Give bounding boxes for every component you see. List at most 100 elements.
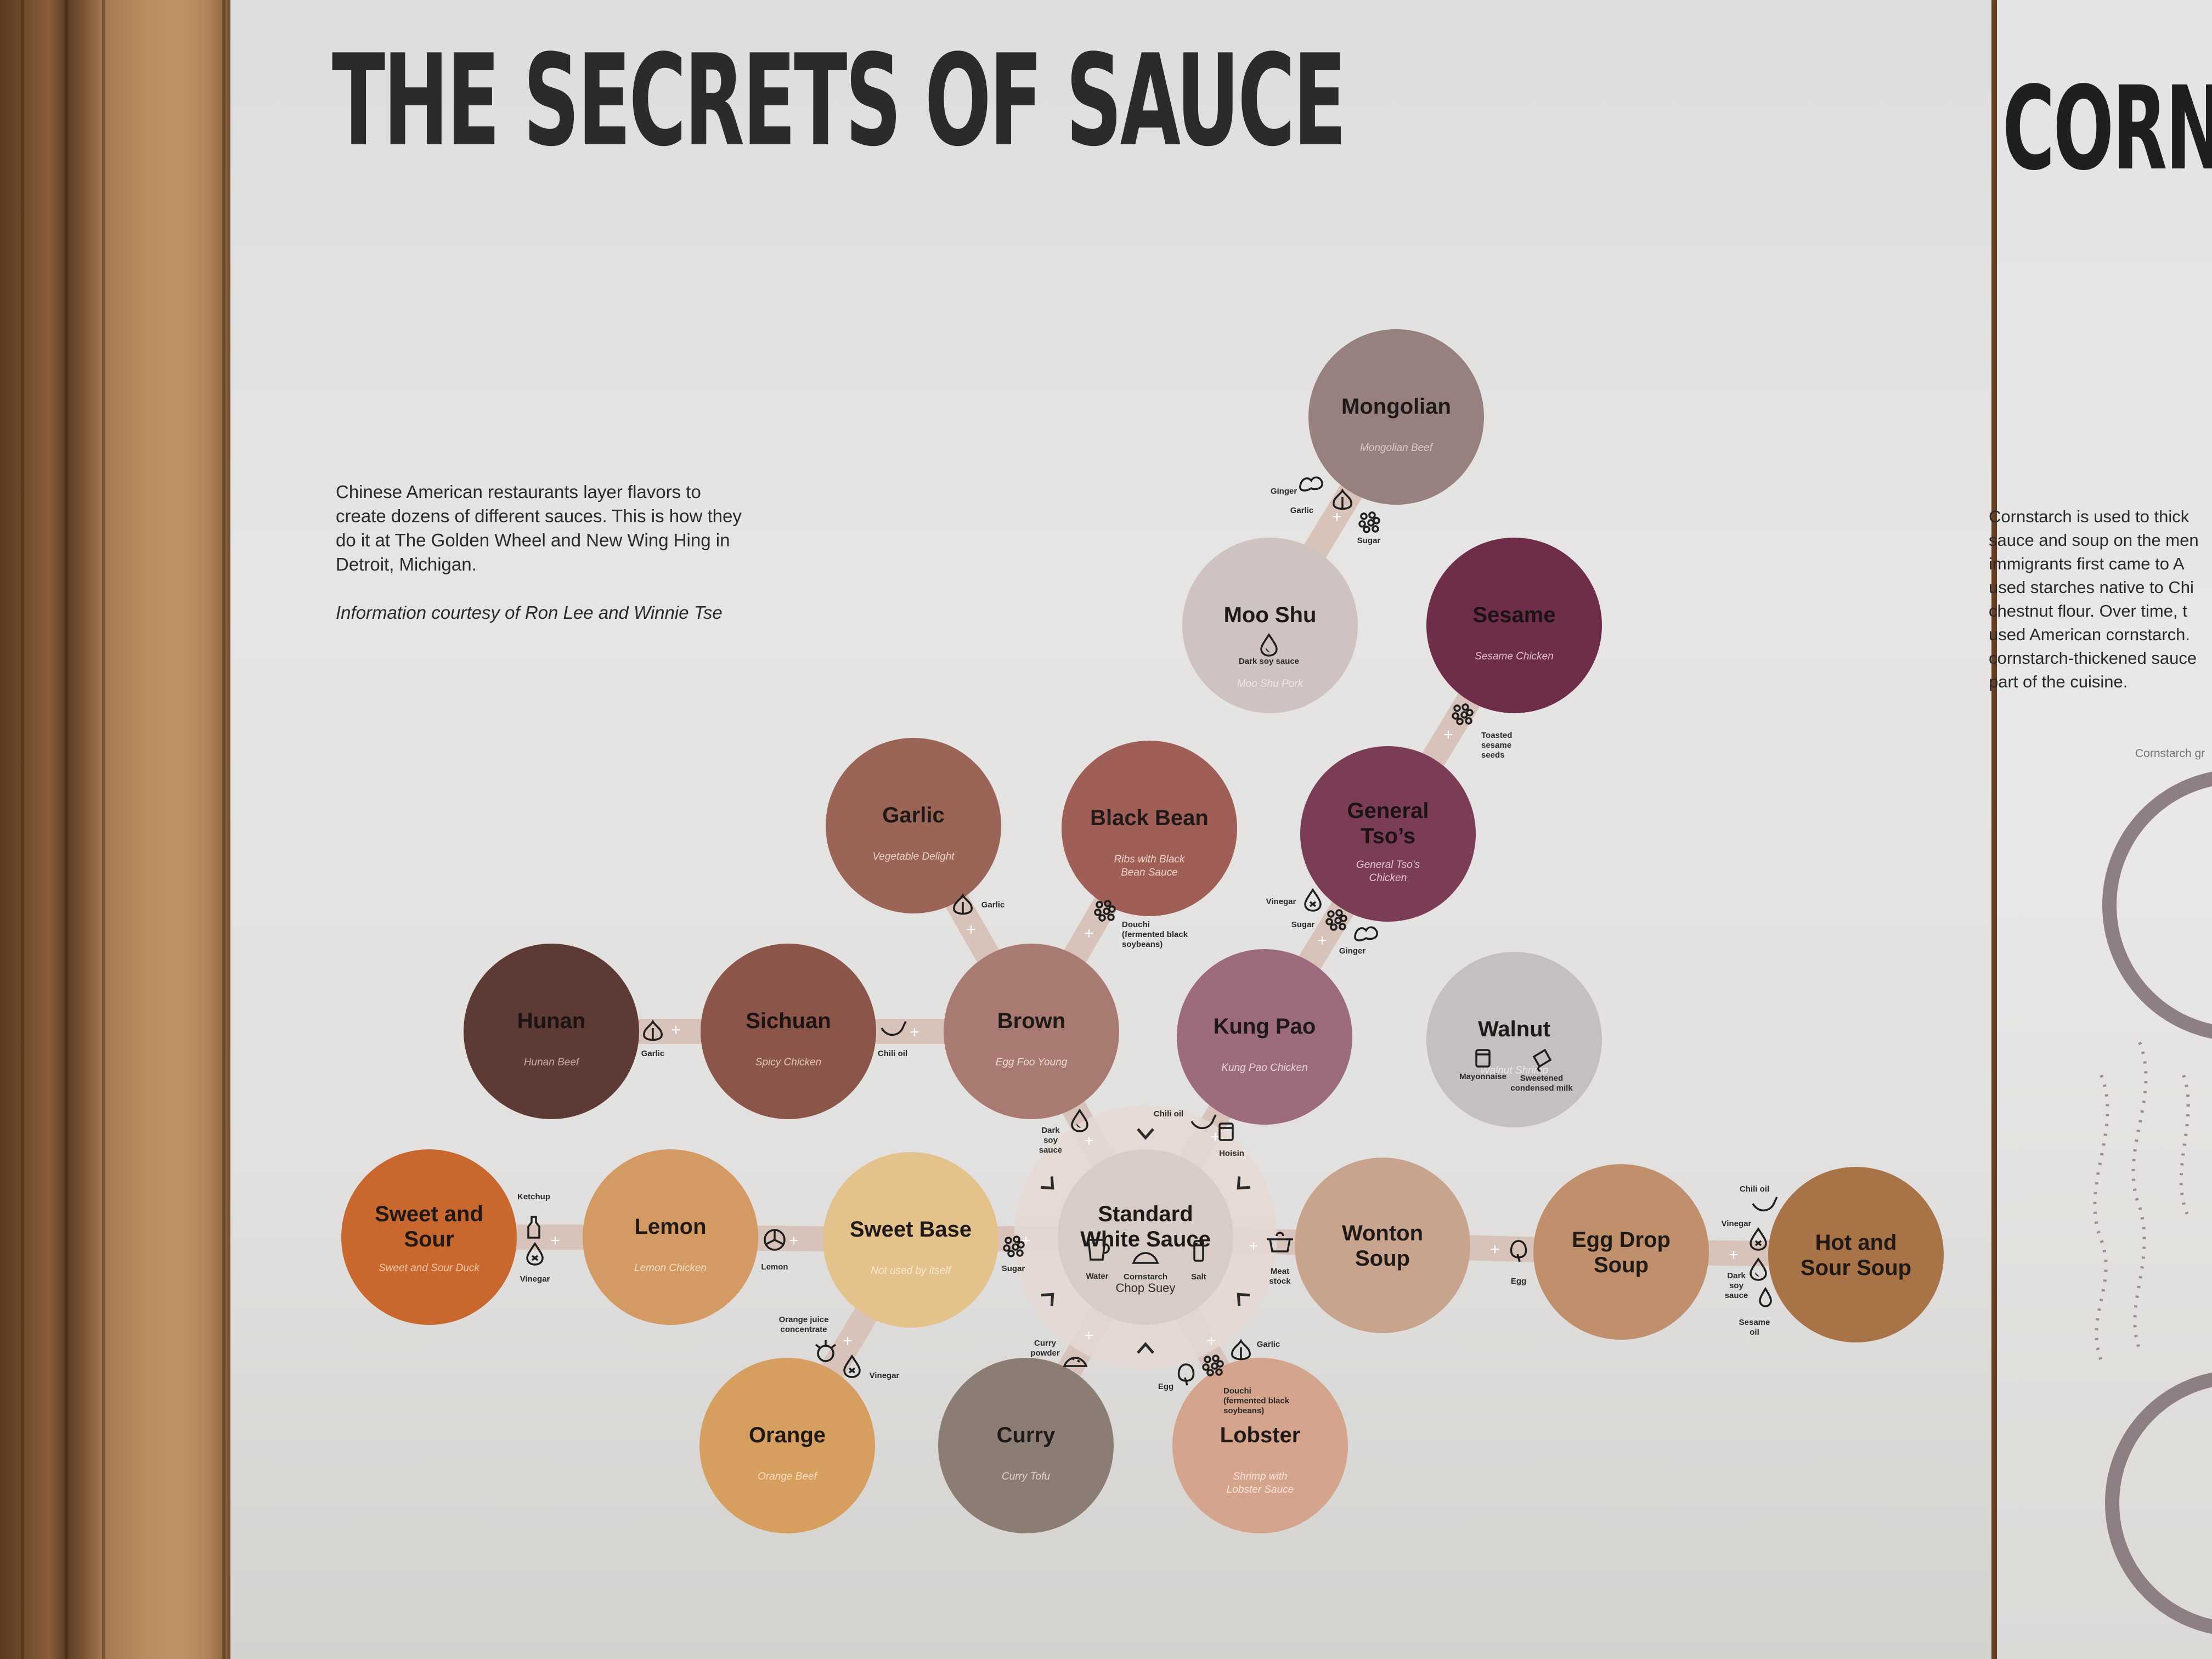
sauce-name: Sweet Base [850,1217,972,1242]
plus-sign: + [1490,1240,1500,1259]
ingredient: Vinegar [843,1354,900,1380]
dish-name: Chicken [1369,872,1407,884]
ingredient-label: seeds [1481,751,1505,760]
sauce-name: Lobster [1220,1423,1301,1447]
flow-chevron [1237,1293,1250,1306]
ingredient-label: Sugar [1002,1264,1025,1273]
egg-icon [1177,1363,1195,1386]
sauce-name: Wonton [1342,1221,1423,1245]
ingredient: Ketchup [517,1192,550,1239]
next-panel-title: CORNS [2002,61,2212,196]
dish-name: Mongolian Beef [1360,442,1434,454]
sauce-circle [1426,538,1602,713]
ingredient-label: Dark [1727,1271,1746,1280]
soy-drop-icon [1260,633,1278,657]
sauce-name: Soup [1594,1253,1649,1277]
ingredient: Water [1086,1239,1110,1281]
dish-name: General Tso’s [1356,859,1420,871]
water-pitcher-icon [1087,1239,1110,1261]
ginger-icon [1299,476,1323,492]
ingredient-label: Egg [1158,1382,1173,1391]
curry-powder-icon [1063,1357,1088,1367]
dish-name: Moo Shu Pork [1237,678,1304,690]
chili-icon [881,1021,907,1036]
dish-name: Spicy Chicken [755,1057,821,1068]
flow-chevron [1137,1128,1154,1140]
plus-sign: + [550,1232,560,1250]
dish-name: Orange Beef [758,1471,817,1482]
garlic-icon [1231,1339,1251,1361]
ingredient-label: Ketchup [517,1192,550,1201]
lemon-slice-icon [764,1229,786,1251]
orange-juice-icon [815,1340,837,1362]
sauce-name: Hot and [1815,1231,1897,1255]
hoisin-jar-icon [1218,1122,1234,1141]
cornstarch-pile-icon [1132,1252,1159,1264]
sauce-circle [1295,1158,1470,1333]
dish-name: Bean Sauce [1121,867,1178,878]
dish-name: Chop Suey [1116,1281,1176,1295]
sauce-name: Sweet and [375,1202,483,1226]
intro-text-block: Chinese American restaurants layer flavo… [336,480,742,649]
flow-chevron [1237,1176,1250,1190]
ingredient-label: soy [1043,1136,1058,1145]
soy-drop-icon [1750,1257,1767,1281]
dish-name: Walnut Shrimp [1480,1065,1548,1076]
plus-sign: + [1443,726,1453,744]
ingredient-label: (fermented black [1223,1396,1290,1406]
ingredient-label: Curry [1034,1339,1057,1348]
ingredient-label: Douchi [1223,1386,1251,1396]
sauce-name: Sichuan [746,1009,831,1033]
ingredient: Chili oil [1740,1184,1778,1212]
next-panel-line: Cornstarch is used to thick [1989,507,2190,526]
plus-sign: + [1317,932,1327,950]
sauce-circle [826,738,1001,913]
plus-sign: + [966,921,976,939]
intro-paragraph: Chinese American restaurants layer flavo… [336,482,742,574]
dish-name: Kung Pao Chicken [1221,1062,1307,1074]
next-panel-line: sauce and soup on the men [1989,531,2199,550]
ingredient: Hoisin [1218,1122,1244,1158]
ingredient-label: Ginger [1271,487,1297,496]
sauce-circle [1768,1167,1944,1342]
garlic-icon [1333,488,1352,510]
garlic-icon [953,893,973,915]
wood-frame [0,0,230,1659]
ingredient-label: Meat [1271,1267,1289,1276]
vinegar-icon [843,1354,861,1378]
ingredient-label: stock [1269,1277,1291,1286]
ingredient-label: Sugar [1291,920,1315,929]
ingredient-label: Orange juice [779,1315,829,1324]
stock-pot-icon [1267,1232,1293,1252]
mayonnaise-jar-icon [1475,1049,1491,1068]
sauce-circle [1062,741,1237,916]
chili-icon [1190,1114,1217,1130]
sauce-circle [1182,538,1358,713]
sauce-name: Curry [997,1423,1056,1447]
ingredient-label: condensed milk [1510,1084,1573,1093]
ingredient-label: soy [1729,1281,1744,1290]
ingredient: Garlic [1231,1339,1280,1361]
ingredient-label: Vinegar [1722,1219,1752,1228]
ingredient: Sugar [1002,1235,1025,1273]
sauce-name: Sour Soup [1801,1256,1911,1280]
sauce-name: Sesame [1472,603,1555,627]
dish-name: Shrimp with [1233,1471,1287,1482]
